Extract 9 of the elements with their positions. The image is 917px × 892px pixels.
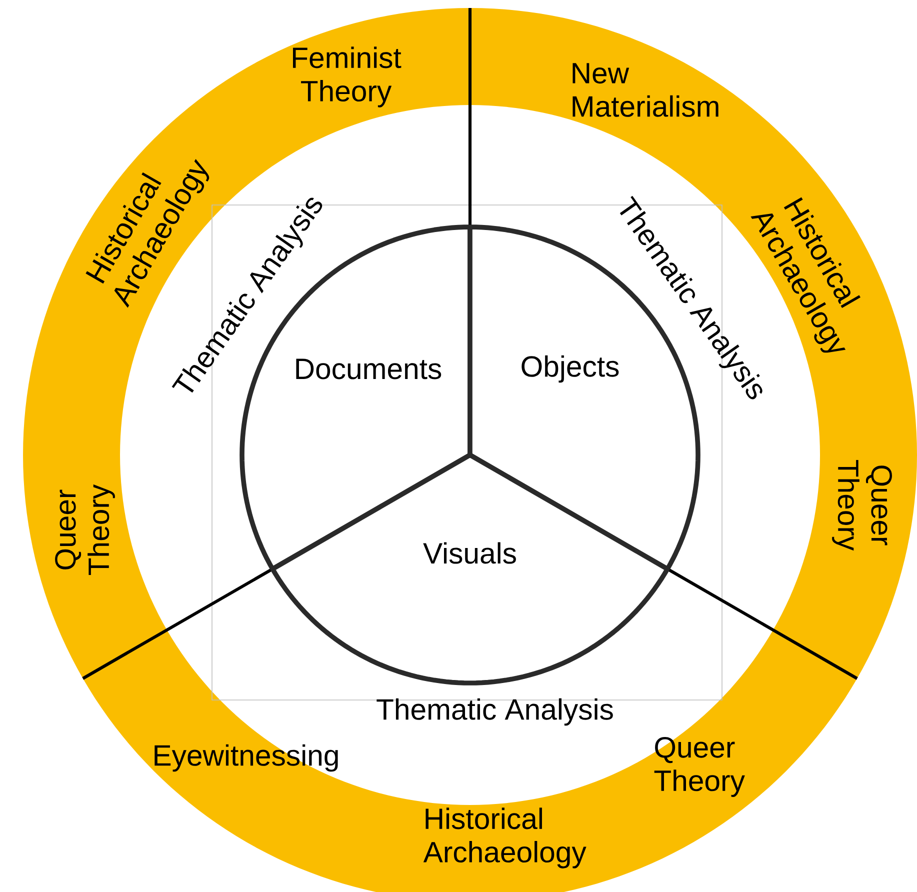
segment-label: Queer Theory [55, 484, 115, 575]
segment-label: Feminist Theory [293, 46, 402, 108]
ring-segment [82, 630, 858, 892]
segment-label: New Materialism [572, 63, 718, 117]
segment-label: Queer Theory [654, 737, 745, 797]
segment-label: Historical Archaeology [423, 808, 586, 868]
band-label: Thematic Analysis [376, 698, 613, 726]
circle-sector: Visuals [270, 452, 670, 686]
segment-label: Queer Theory [832, 460, 892, 551]
